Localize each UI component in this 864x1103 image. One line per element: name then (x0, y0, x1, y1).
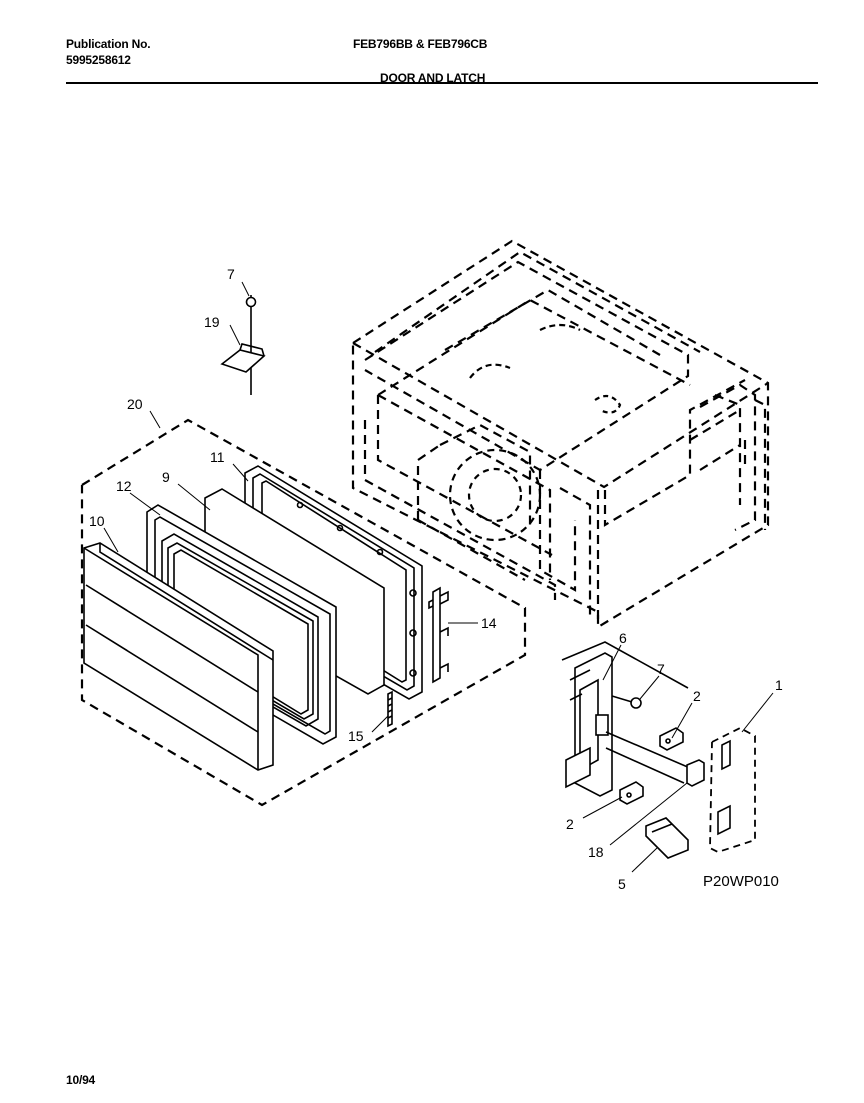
latch-screw (611, 695, 642, 709)
callout-5: 5 (618, 876, 626, 892)
callout-7-latch: 7 (657, 661, 665, 677)
callout-7-top: 7 (227, 266, 235, 282)
callout-2-upper: 2 (693, 688, 701, 704)
callout-2-lower: 2 (566, 816, 574, 832)
section-title: DOOR AND LATCH (380, 71, 486, 85)
callout-14: 14 (481, 615, 497, 631)
callout-leader-lines (103, 281, 774, 873)
switch-upper (659, 727, 684, 751)
door-front-panel (83, 542, 274, 771)
callout-6: 6 (619, 630, 627, 646)
latch-bar (428, 586, 449, 684)
latch-spring (387, 690, 393, 728)
door-assembly-envelope (80, 418, 527, 807)
callout-19: 19 (204, 314, 220, 330)
callout-12: 12 (116, 478, 132, 494)
top-screw-and-lever (220, 295, 266, 395)
publication-label: Publication No. (66, 37, 151, 51)
callout-15: 15 (348, 728, 364, 744)
callout-11: 11 (210, 449, 225, 465)
header-rule (66, 82, 818, 84)
interlock-switch-assembly (709, 726, 756, 853)
oven-cabinet-outline (351, 239, 770, 629)
door-switch-18 (686, 759, 705, 787)
callout-labels: 7 19 20 11 9 12 10 14 15 6 7 2 1 2 18 5 (89, 266, 783, 892)
callout-10: 10 (89, 513, 105, 529)
revision-date: 10/94 (66, 1073, 96, 1087)
callout-18: 18 (588, 844, 604, 860)
latch-mount-bracket (561, 641, 691, 797)
model-numbers: FEB796BB & FEB796CB (353, 37, 488, 51)
diagram-code: P20WP010 (703, 873, 779, 890)
publication-number: 5995258612 (66, 53, 131, 67)
latch-hook-5 (645, 817, 689, 859)
switch-lower (619, 781, 644, 805)
callout-20: 20 (127, 396, 143, 412)
callout-9: 9 (162, 469, 170, 485)
callout-1: 1 (775, 677, 783, 693)
